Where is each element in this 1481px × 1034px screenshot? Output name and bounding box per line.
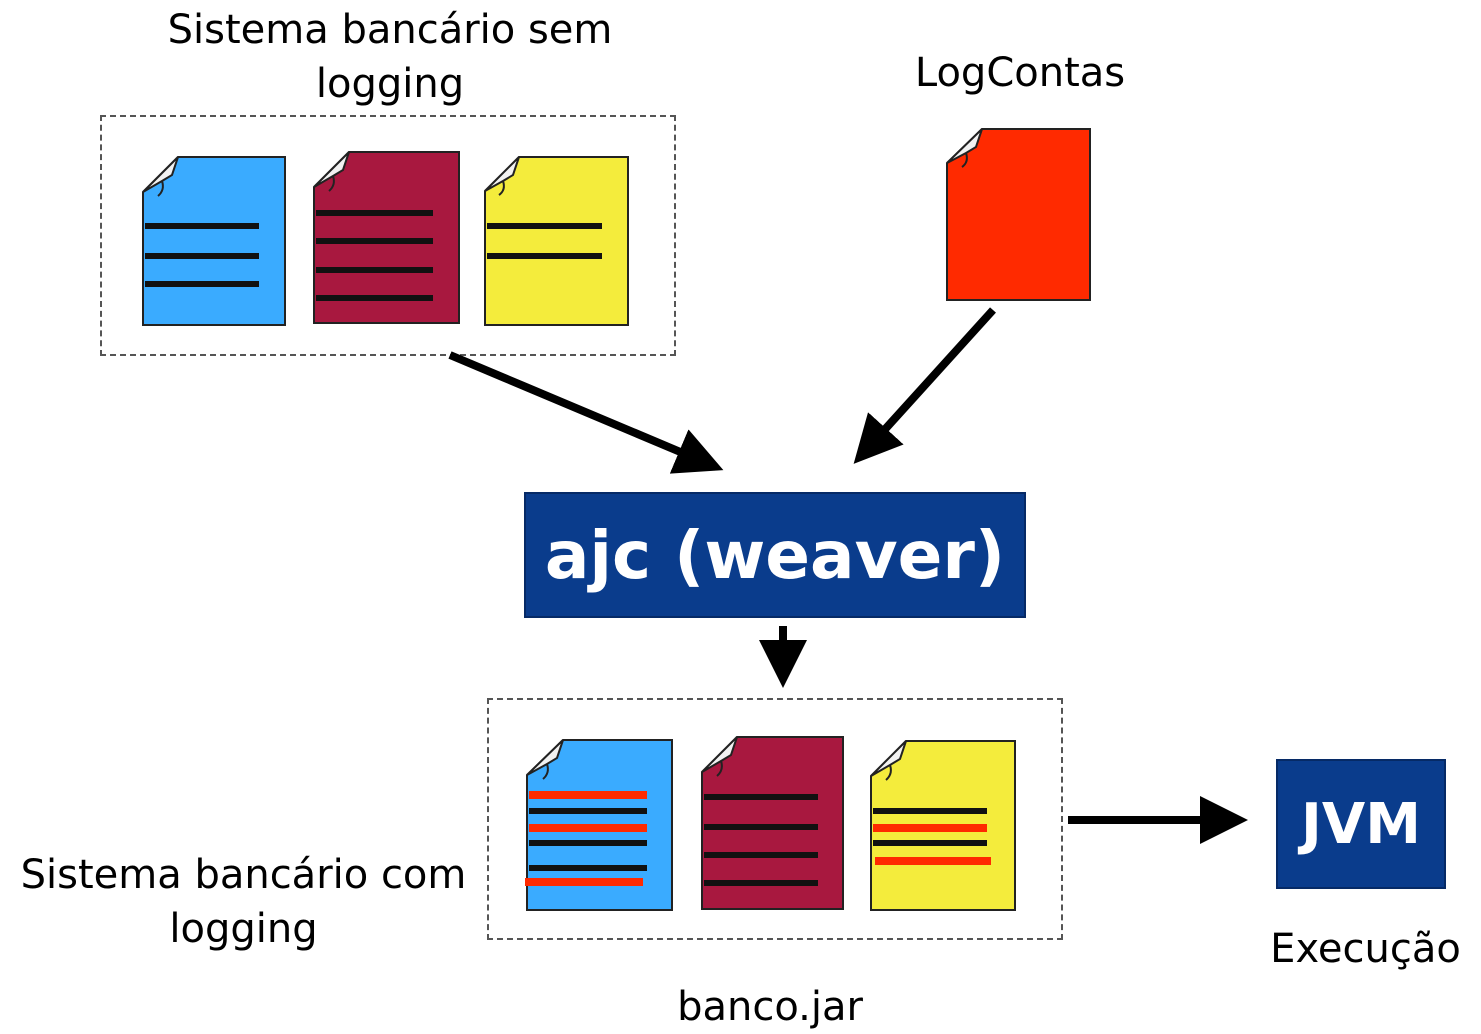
output-group-label: Sistema bancário com logging — [20, 852, 467, 952]
jvm-node: JVM — [1276, 759, 1446, 889]
source-files-group — [100, 115, 676, 356]
woven-files-group — [487, 698, 1063, 940]
jvm-node-label: JVM — [1301, 791, 1421, 857]
source-file-crimson — [313, 151, 460, 324]
source-group-label: Sistema bancário sem logging — [167, 7, 613, 107]
aspect-label: LogContas — [914, 50, 1126, 96]
woven-file-yellow — [870, 740, 1016, 911]
source-to-weaver-arrow — [448, 351, 724, 474]
jar-label: banco.jar — [677, 984, 863, 1030]
woven-file-blue — [525, 739, 673, 911]
source-file-blue — [142, 156, 286, 326]
weaver-node-label: ajc (weaver) — [544, 516, 1006, 594]
execution-label: Execução — [1270, 926, 1461, 972]
weaver-node: ajc (weaver) — [524, 492, 1026, 618]
source-file-yellow — [484, 156, 629, 326]
woven-file-crimson — [701, 736, 844, 910]
aspect-to-weaver-arrow — [853, 307, 996, 464]
aspect-file-red — [946, 128, 1091, 301]
